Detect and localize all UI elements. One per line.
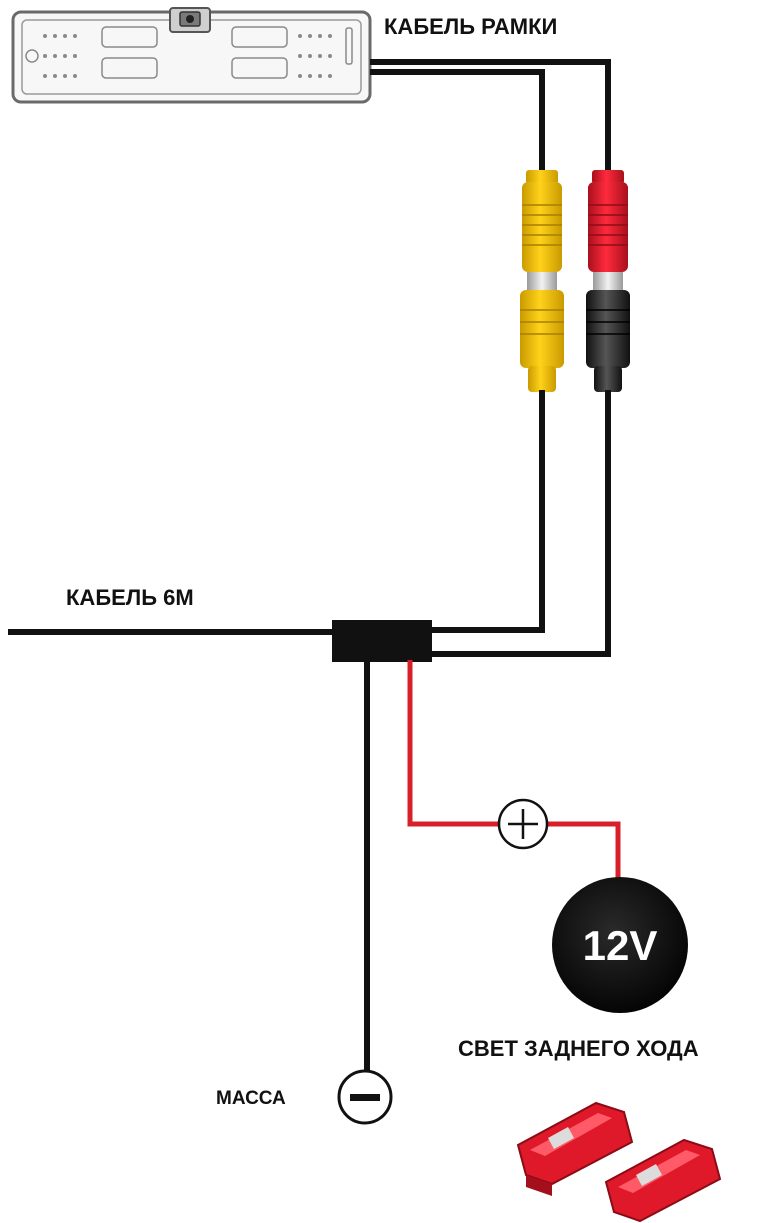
cable-6m-label: КАБЕЛЬ 6М [66, 585, 194, 610]
frame-cable-wires [370, 59, 611, 178]
minus-icon [337, 1069, 393, 1125]
reverse-light-label: СВЕТ ЗАДНЕГО ХОДА [458, 1036, 699, 1061]
splice-clip-icon [516, 1101, 634, 1196]
connector-to-junction-wires [430, 390, 611, 657]
rca-connector-red [586, 170, 630, 392]
battery-12v [552, 877, 688, 1013]
frame-cable-label: КАБЕЛЬ РАМКИ [384, 14, 557, 39]
junction-box [332, 620, 432, 662]
ground-label: МАССА [216, 1088, 286, 1109]
splice-clip-icon [604, 1138, 722, 1223]
voltage-label: 12V [583, 922, 658, 969]
camera-icon [169, 7, 211, 33]
rca-connector-yellow [520, 170, 564, 392]
plus-icon [497, 798, 549, 850]
